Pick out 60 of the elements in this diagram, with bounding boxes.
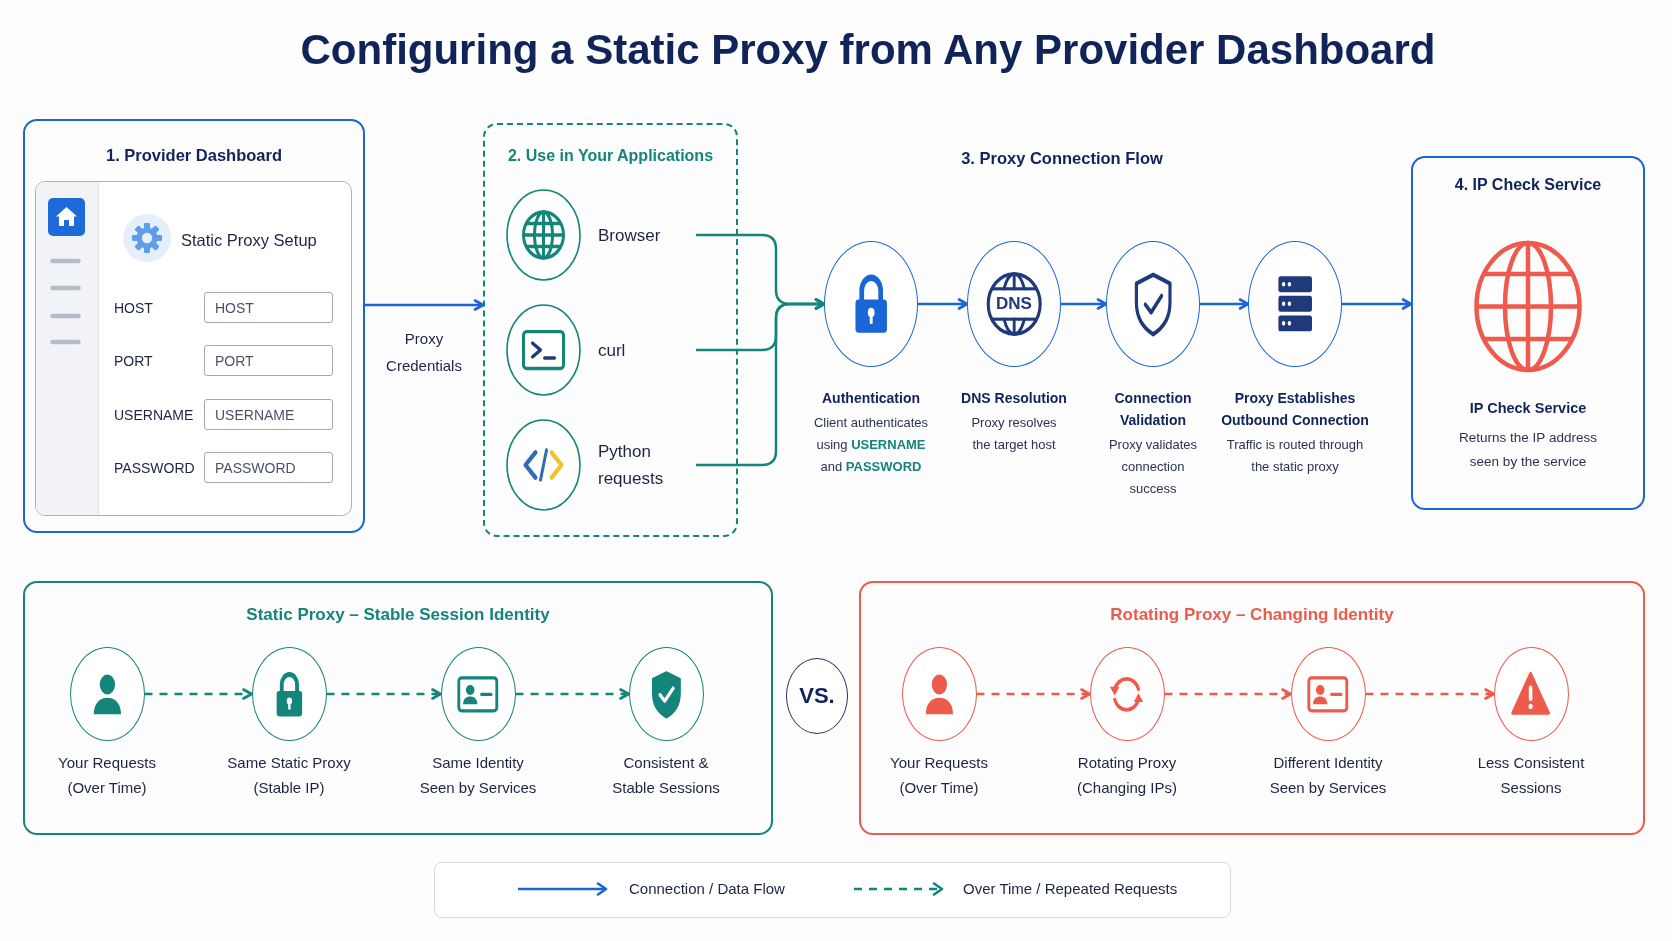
step-label: Rotating Proxy (Changing IPs) [1075, 753, 1179, 798]
field-label: HOST [114, 298, 153, 318]
field-label: USERNAME [114, 405, 194, 425]
step-description: Traffic is routed through the static proxy [1225, 436, 1365, 476]
service-panel [1411, 156, 1645, 510]
dashed-arrow [1365, 688, 1495, 700]
arrow [1200, 298, 1250, 310]
icon-label: DNS [996, 295, 1032, 313]
arrow [1342, 298, 1413, 310]
step-label: Same Static Proxy (Stable IP) [226, 753, 352, 798]
section-panel [23, 119, 365, 533]
panel-title: 2. Use in Your Applications [507, 146, 714, 166]
step-description: Proxy validates connection success [1107, 436, 1199, 498]
dashboard-window [35, 181, 352, 516]
step-label: Consistent & Stable Sessions [611, 753, 721, 798]
input-field: PORT [204, 345, 333, 376]
dashed-panel [483, 123, 738, 537]
step-label: Different Identity Seen by Services [1268, 753, 1388, 798]
arrow [365, 299, 485, 311]
input-field: HOST [204, 292, 333, 323]
diagram-title: Configuring a Static Proxy from Any Provider Dashboard [300, 25, 1436, 75]
dashed-arrow [1164, 688, 1292, 700]
step-title: DNS Resolution [961, 389, 1067, 408]
step-title: Authentication [822, 389, 920, 408]
section-panel [859, 581, 1645, 835]
legend-label: Connection / Data Flow [629, 878, 785, 899]
service-description: Returns the IP address seen by the service [1458, 429, 1598, 471]
field-label: PASSWORD [114, 458, 195, 478]
step-label: Less Consistent Sessions [1476, 753, 1586, 798]
input-field: PASSWORD [204, 452, 333, 483]
panel-title: Rotating Proxy – Changing Identity [1110, 604, 1394, 626]
panel-title: 1. Provider Dashboard [105, 145, 283, 166]
arrow [1061, 298, 1108, 310]
dashed-arrow [976, 688, 1091, 700]
app-name: Browser [598, 224, 661, 247]
section-panel [23, 581, 773, 835]
service-title: IP Check Service [1469, 399, 1587, 418]
field-label: PORT [114, 351, 153, 371]
step-description: Proxy resolves the target host [970, 414, 1058, 454]
panel-title: Static Proxy – Stable Session Identity [246, 604, 550, 626]
step-title: Connection Validation [1113, 389, 1193, 430]
dashed-arrow [515, 688, 630, 700]
section-title: 3. Proxy Connection Flow [961, 148, 1163, 169]
dashed-arrow [144, 688, 253, 700]
arrow [696, 298, 826, 467]
arrow [918, 298, 969, 310]
step-description: Client authenticates using USERNAME and PASSWORD [812, 414, 930, 476]
step-label: Your Requests (Over Time) [889, 753, 989, 798]
versus-circle: VS. [786, 658, 848, 734]
app-name: curl [598, 339, 626, 362]
input-field: USERNAME [204, 399, 333, 430]
dashed-arrow [326, 688, 442, 700]
step-label: Your Requests (Over Time) [57, 753, 157, 798]
legend-label: Over Time / Repeated Requests [963, 878, 1178, 899]
setup-title: Static Proxy Setup [181, 230, 317, 251]
app-name: Python requests [598, 441, 665, 490]
edge-label: Proxy Credentials [385, 329, 463, 376]
step-label: Same Identity Seen by Services [418, 753, 538, 798]
step-title: Proxy Establishes Outbound Connection [1220, 389, 1370, 430]
panel-title: 4. IP Check Service [1454, 175, 1602, 195]
